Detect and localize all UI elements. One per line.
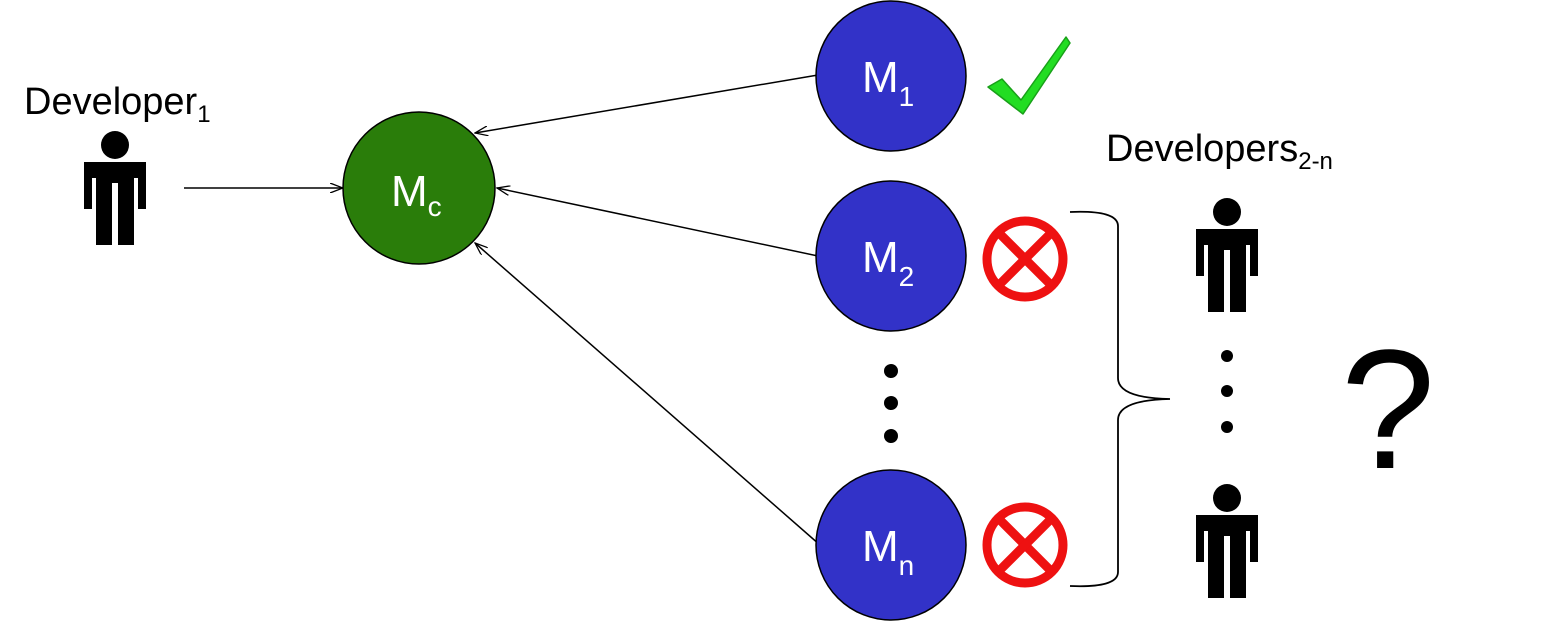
rejected-circle-x-icon	[982, 502, 1068, 588]
arrow-mn-to-central	[475, 243, 821, 546]
curly-brace	[1069, 210, 1171, 588]
svg-text:M2: M2	[862, 233, 914, 292]
node-m2: M2	[815, 180, 967, 332]
node-mn: Mn	[815, 469, 967, 621]
node-m1: M1	[815, 0, 967, 152]
developer-bottom-person-icon	[1194, 482, 1260, 600]
svg-text:Mc: Mc	[391, 167, 442, 222]
svg-text:Mn: Mn	[862, 522, 914, 581]
developers-right-label: Developers2-n	[1106, 128, 1333, 175]
developer-left-person-icon	[82, 129, 148, 247]
developer-top-person-icon	[1194, 196, 1260, 314]
developer-left-label: Developer1	[24, 81, 211, 128]
question-mark: ?	[1341, 315, 1436, 505]
arrow-m2-to-central	[497, 188, 819, 257]
arrow-m1-to-central	[475, 74, 819, 133]
rejected-circle-x-icon	[982, 216, 1068, 302]
check-icon	[987, 36, 1071, 115]
models-ellipsis	[884, 364, 898, 443]
svg-text:M1: M1	[862, 53, 914, 112]
developers-ellipsis	[1221, 350, 1233, 433]
node-central: Mc	[342, 111, 496, 265]
